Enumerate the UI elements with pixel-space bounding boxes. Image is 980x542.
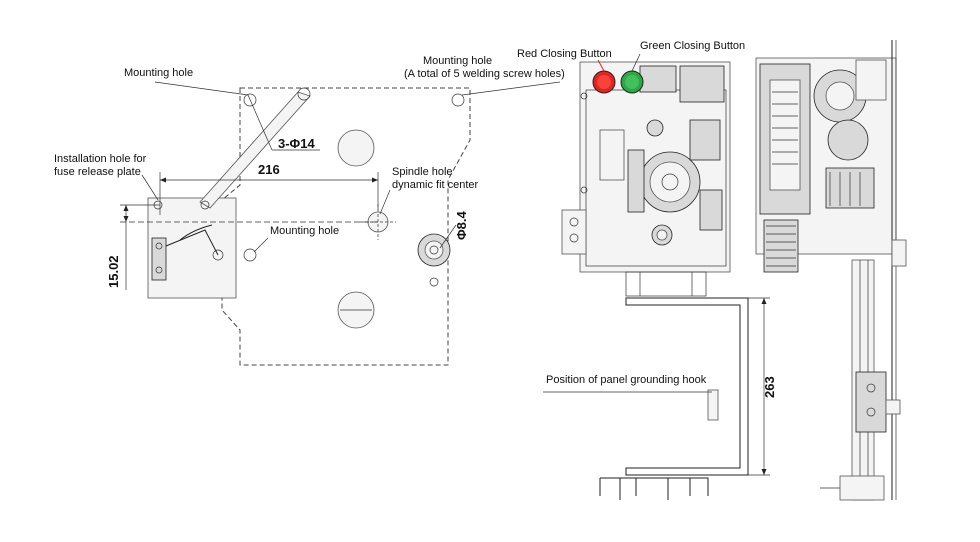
spindle-boss	[417, 233, 451, 287]
label-mounting-hole-top-left: Mounting hole	[124, 67, 193, 79]
dim-15-02: 15.02	[106, 255, 121, 288]
mounting-plate-outline	[221, 87, 471, 366]
label-installation-hole-line1: Installation hole for	[54, 153, 147, 165]
label-welding-screw-holes: (A total of 5 welding screw holes)	[404, 68, 565, 80]
label-red-closing-button: Red Closing Button	[517, 48, 612, 60]
label-panel-grounding-hook: Position of panel grounding hook	[546, 374, 707, 386]
leader-lines-left	[141, 81, 561, 253]
closing-buttons	[592, 53, 644, 94]
label-mounting-hole-mid: Mounting hole	[270, 225, 339, 237]
dim-3-phi14: 3-Φ14	[278, 136, 315, 151]
mechanism-side-view	[755, 40, 907, 501]
dim-216: 216	[258, 162, 280, 177]
dimension-216	[159, 172, 379, 215]
dim-263: 263	[762, 376, 777, 398]
label-installation-hole-line2: fuse release plate	[54, 166, 141, 178]
label-spindle-hole-line2: dynamic fit center	[392, 179, 479, 191]
mechanism-front-view	[561, 61, 749, 500]
dimension-15-02	[120, 204, 378, 290]
fuse-release-plate	[147, 197, 237, 299]
label-spindle-hole-line1: Spindle hole	[392, 166, 453, 178]
label-green-closing-button: Green Closing Button	[640, 40, 745, 52]
lever-handle	[199, 87, 311, 210]
dimension-263	[748, 297, 770, 476]
dim-phi8-4: Φ8.4	[454, 210, 469, 240]
label-mounting-hole-top-right: Mounting hole	[423, 55, 492, 67]
